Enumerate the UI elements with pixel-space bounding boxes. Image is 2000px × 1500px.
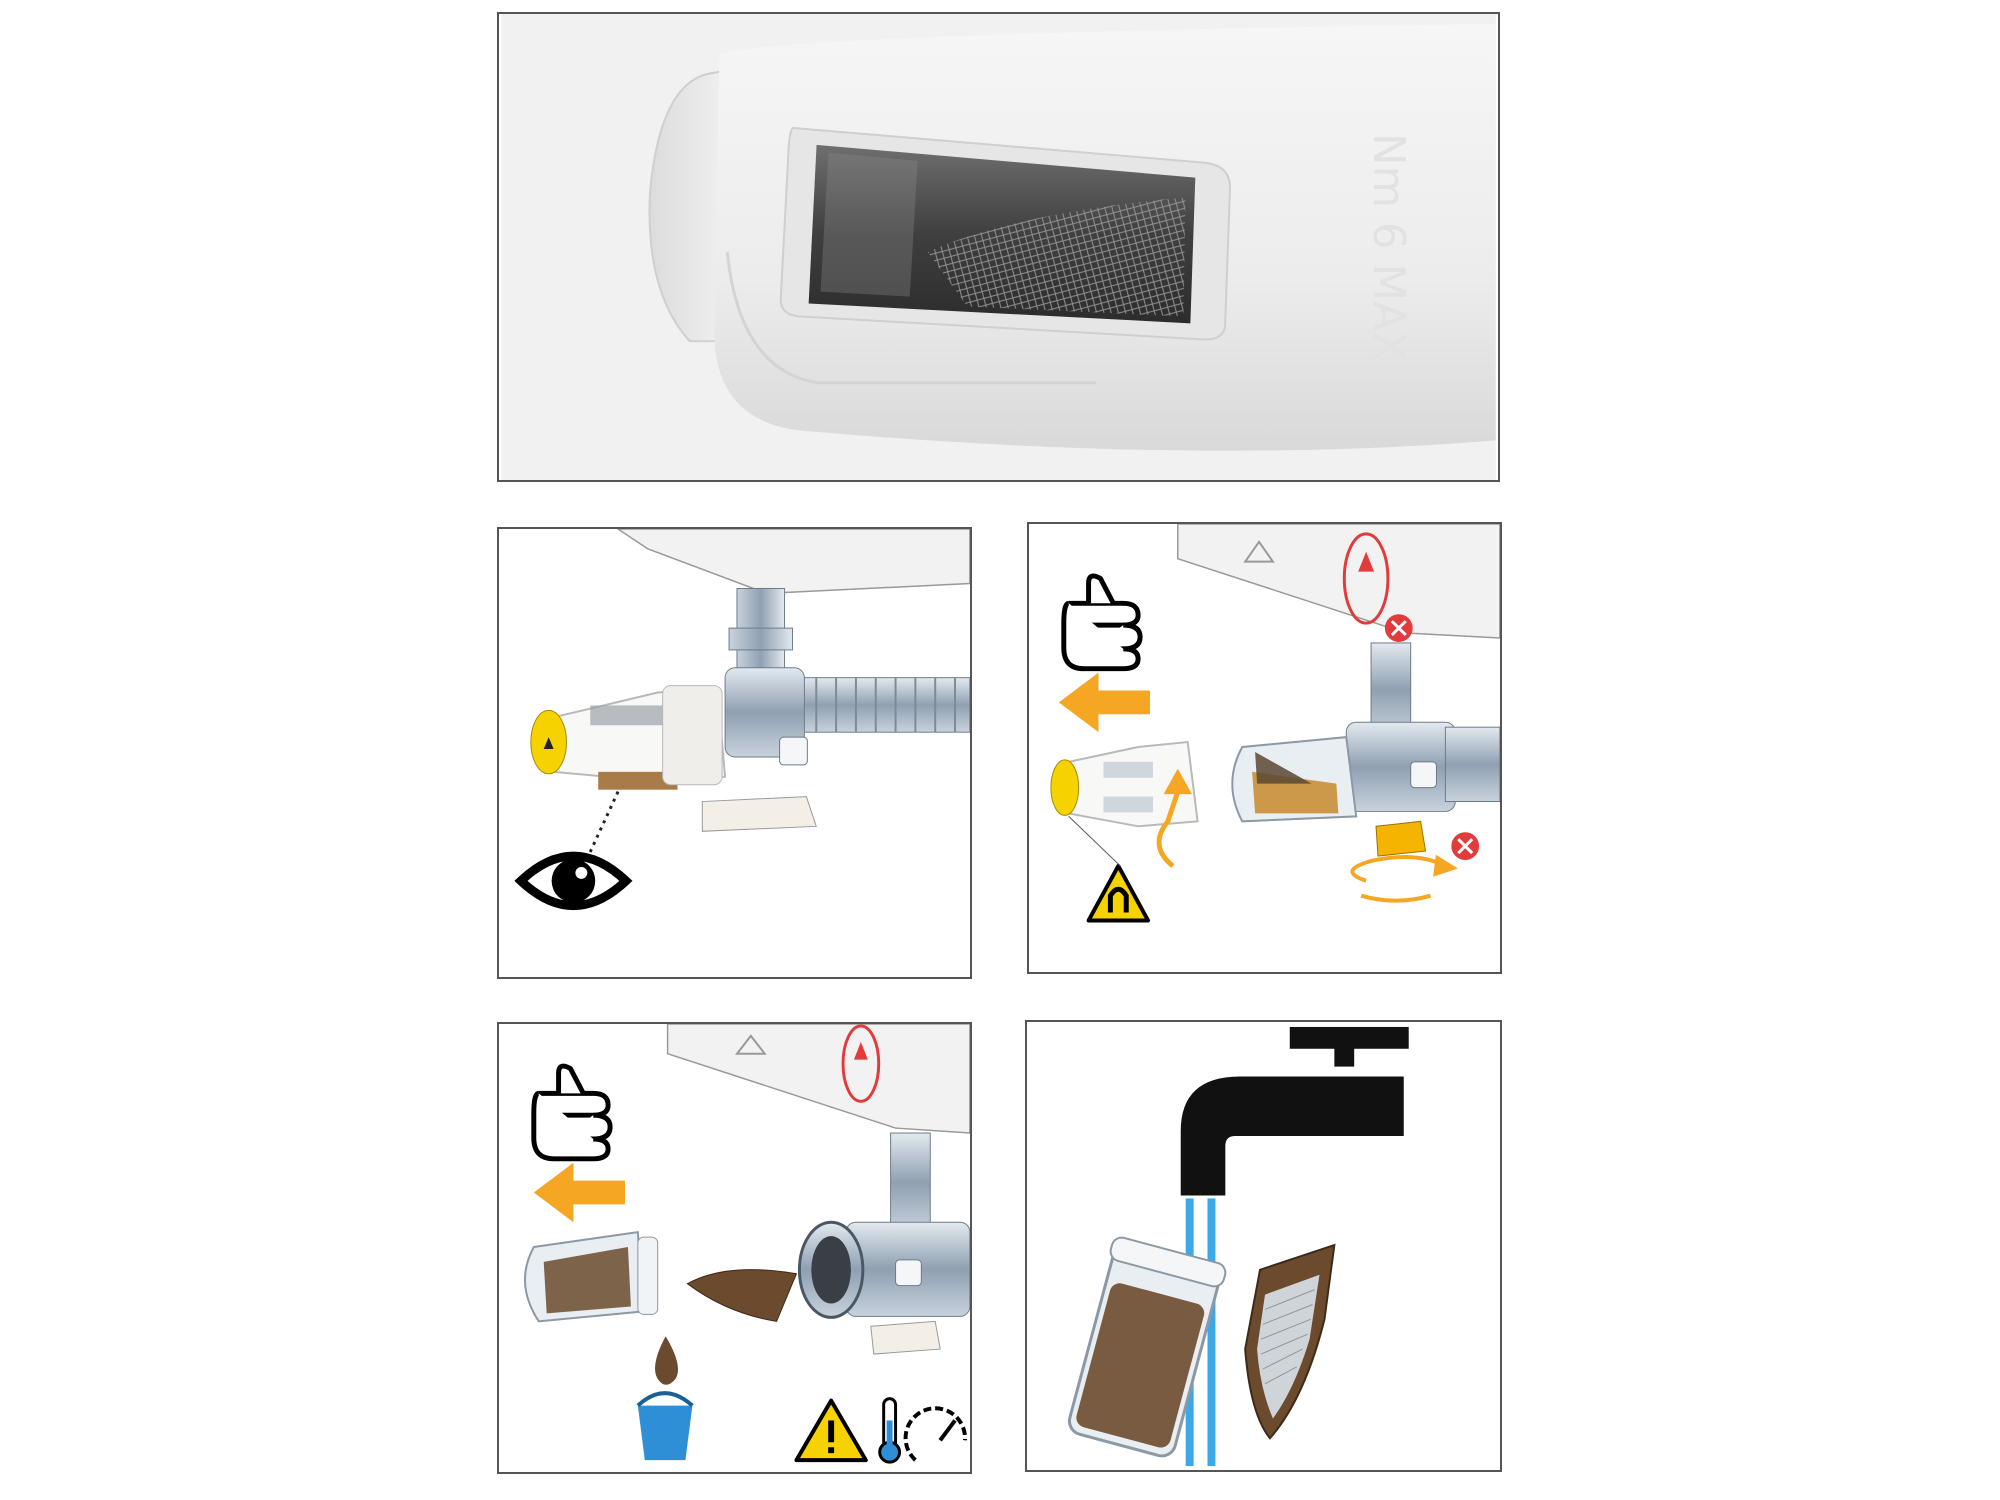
close-x-icon <box>1451 832 1480 860</box>
hand-icon <box>1061 573 1143 672</box>
filter-window-closeup-panel: Nm 6 MAX <box>497 12 1500 482</box>
rinse-step-panel <box>1025 1020 1502 1472</box>
pressure-gauge-icon <box>903 1406 967 1462</box>
clear-bowl <box>1067 1236 1227 1458</box>
left-arrow-icon <box>1058 672 1151 733</box>
bucket-icon <box>636 1391 694 1461</box>
filter-mesh <box>1244 1243 1336 1440</box>
valve-symbol <box>779 736 808 766</box>
valve-body <box>724 667 805 758</box>
remove-step-panel <box>1027 522 1502 974</box>
valve-handle <box>701 796 817 832</box>
rotate-arrow-icon <box>1156 768 1192 868</box>
pipe-fitting <box>890 1132 931 1233</box>
filter-housing-closeup: Nm 6 MAX <box>501 14 1496 480</box>
inspect-step-panel <box>497 527 972 979</box>
boiler-body <box>616 529 970 595</box>
water-drop-icon <box>655 1336 678 1385</box>
pipe-fitting <box>1370 642 1412 738</box>
boiler-indicator <box>841 1024 881 1103</box>
debris-indicator <box>598 771 678 790</box>
sight-line <box>586 791 620 857</box>
eye-icon <box>514 851 633 911</box>
valve-handle <box>870 1320 941 1355</box>
left-arrow-icon <box>533 1162 625 1223</box>
valve-handle <box>1375 820 1427 857</box>
thermometer-icon <box>878 1397 902 1464</box>
close-x-icon <box>1384 614 1413 642</box>
clear-bowl <box>524 1231 659 1323</box>
hand-icon <box>531 1063 613 1162</box>
valve-body <box>1345 721 1456 812</box>
filter-cap <box>1050 740 1199 828</box>
empty-step-panel <box>497 1022 972 1474</box>
embossed-text: Nm 6 MAX <box>1363 133 1413 361</box>
rotate-arrow-icon <box>1350 854 1458 903</box>
boiler-body <box>666 1024 970 1134</box>
magnet-warning-icon <box>1086 863 1151 923</box>
faucet-icon <box>1180 1026 1409 1196</box>
boiler-indicator <box>1342 532 1390 625</box>
filter-mesh <box>686 1269 798 1322</box>
boiler-body <box>1177 524 1500 639</box>
warning-icon <box>794 1398 868 1463</box>
